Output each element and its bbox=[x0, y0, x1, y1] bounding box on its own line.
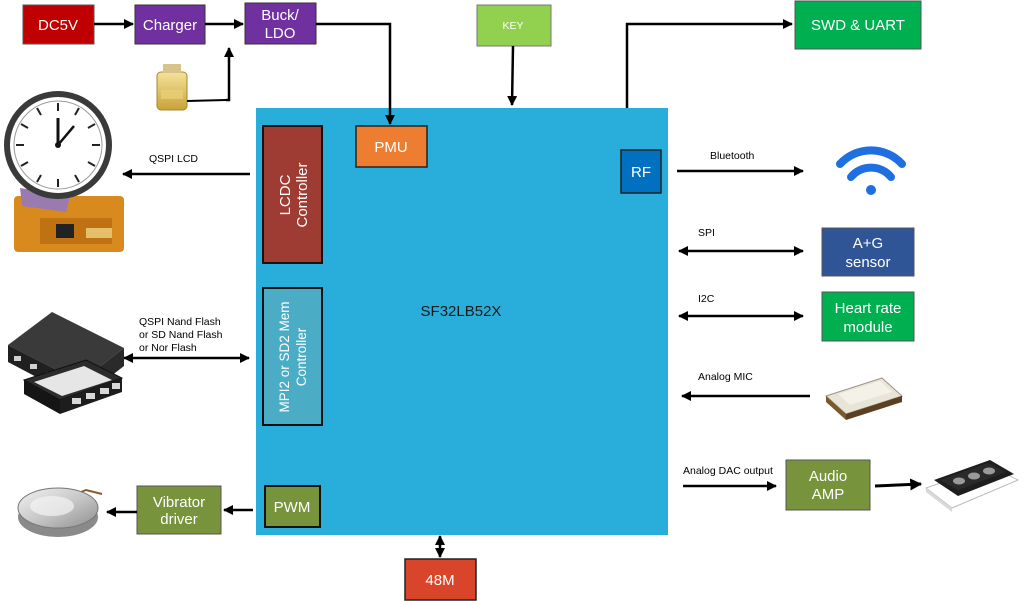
charger-block bbox=[134, 4, 206, 45]
analog-dac-label: Analog DAC output bbox=[683, 465, 773, 477]
chip-to-swd-arrow bbox=[625, 19, 793, 108]
swd-uart-block bbox=[794, 0, 922, 50]
battery-to-buck-arrow bbox=[224, 47, 234, 102]
heart-rate-block bbox=[821, 291, 915, 342]
audio-amp-block bbox=[785, 459, 871, 511]
vibrator-driver-block bbox=[136, 485, 222, 535]
flash-chip-icon bbox=[8, 312, 124, 414]
charger-label: Charger bbox=[143, 17, 197, 34]
analog-mic-label: Analog MIC bbox=[698, 371, 753, 383]
lcdc-block bbox=[262, 125, 323, 264]
pwm-label: PWM bbox=[274, 499, 311, 516]
dc5v-block bbox=[22, 4, 95, 45]
i2c-label: I2C bbox=[698, 293, 715, 305]
key-to-chip-arrow bbox=[507, 45, 518, 106]
flash-bus-label-line1: QSPI Nand Flash bbox=[139, 316, 221, 328]
pwm-block bbox=[264, 485, 321, 528]
dc5v-label: DC5V bbox=[38, 17, 78, 34]
chip-name: SF32LB52X bbox=[421, 303, 502, 320]
key-block bbox=[476, 4, 552, 47]
spi-label: SPI bbox=[698, 227, 715, 239]
chip-block bbox=[256, 108, 668, 535]
buck-ldo-block bbox=[244, 2, 317, 45]
pmu-block bbox=[355, 125, 428, 168]
wifi-icon bbox=[836, 146, 906, 195]
mem-controller-block bbox=[262, 287, 323, 426]
speaker-icon bbox=[924, 460, 1020, 512]
lcdc-label-line1: LCDC bbox=[277, 174, 294, 215]
buck-to-pmu-arrow bbox=[316, 22, 395, 125]
lcdc-label-line2: Controller bbox=[294, 162, 311, 227]
swd-uart-label: SWD & UART bbox=[811, 17, 905, 34]
amp-to-speaker-arrow bbox=[874, 478, 923, 491]
bluetooth-label: Bluetooth bbox=[710, 150, 755, 162]
clock-48m-block bbox=[404, 558, 477, 601]
flash-bus-label-line3: or Nor Flash bbox=[139, 342, 197, 354]
audio-amp-label-line2: AMP bbox=[812, 486, 845, 503]
battery-icon bbox=[156, 64, 227, 111]
audio-amp-label-line1: Audio bbox=[809, 468, 847, 485]
buck-ldo-label-line1: Buck/ bbox=[261, 7, 299, 24]
vibrator-driver-label-line1: Vibrator bbox=[153, 494, 205, 511]
ag-sensor-block bbox=[821, 227, 915, 277]
microphone-icon bbox=[825, 377, 903, 420]
watch-display-icon bbox=[4, 91, 124, 252]
mem-controller-label-line1: MPI2 or SD2 Mem bbox=[277, 301, 292, 412]
ag-sensor-label-line1: A+G bbox=[853, 235, 883, 252]
rf-block bbox=[620, 149, 662, 194]
rf-label: RF bbox=[631, 164, 651, 181]
mem-controller-label-line2: Controller bbox=[294, 327, 309, 386]
vibrator-driver-label-line2: driver bbox=[160, 511, 198, 528]
pmu-label: PMU bbox=[374, 139, 407, 156]
clock-48m-label: 48M bbox=[425, 572, 454, 589]
ag-sensor-label-line2: sensor bbox=[845, 254, 890, 271]
heart-rate-label-line2: module bbox=[843, 319, 892, 336]
key-label: KEY bbox=[502, 20, 523, 32]
vibration-motor-icon bbox=[17, 487, 103, 537]
buck-ldo-label-line2: LDO bbox=[265, 25, 296, 42]
flash-bus-label-line2: or SD Nand Flash bbox=[139, 329, 223, 341]
qspi-lcd-label: QSPI LCD bbox=[149, 153, 198, 165]
heart-rate-label-line1: Heart rate bbox=[835, 300, 902, 317]
